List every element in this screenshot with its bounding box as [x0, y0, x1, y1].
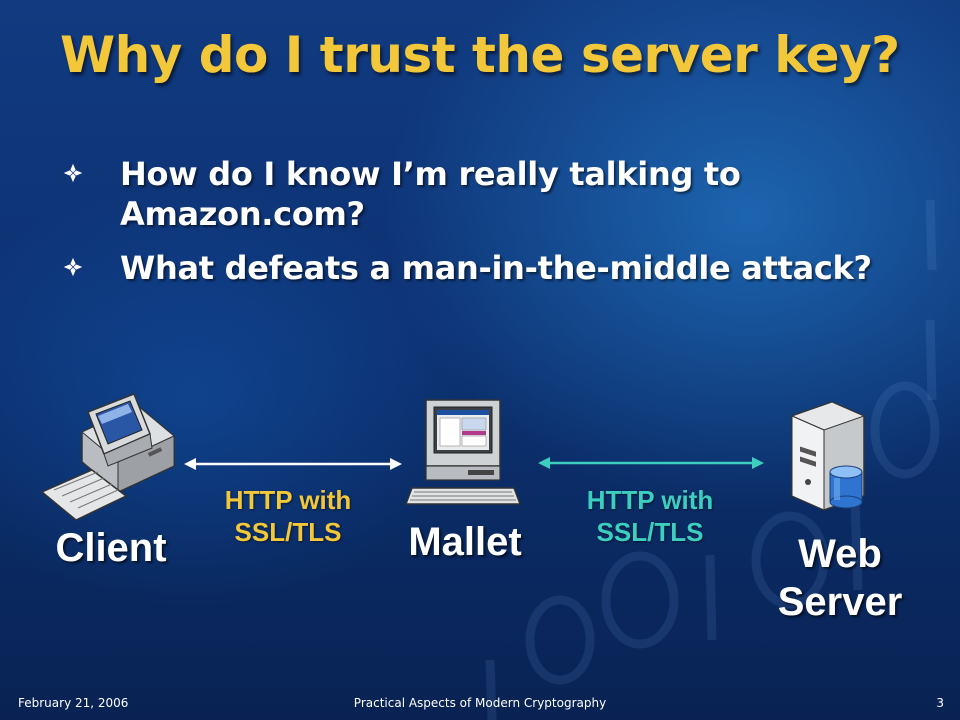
- right-link-line1: HTTP with: [586, 485, 714, 515]
- mallet-computer: [404, 398, 522, 508]
- left-link-line1: HTTP with: [224, 485, 352, 515]
- terminal-computer-icon: [404, 399, 522, 505]
- web-server: [786, 398, 870, 514]
- server-database-icon: [790, 401, 866, 511]
- diamond-bullet-icon: [62, 256, 84, 278]
- client-computer: [38, 392, 178, 524]
- left-connection-arrow: [184, 458, 402, 470]
- bullet-item: What defeats a man-in-the-middle attack?: [62, 248, 922, 288]
- mallet-label: Mallet: [408, 520, 522, 564]
- diamond-bullet-icon: [62, 162, 84, 184]
- left-link-label: HTTP with SSL/TLS: [198, 484, 378, 548]
- bullet-item: How do I know I’m really talking to Amaz…: [62, 154, 922, 234]
- desktop-computer-icon: [40, 393, 175, 521]
- right-link-line2: SSL/TLS: [596, 517, 704, 547]
- client-label: Client: [55, 526, 167, 570]
- footer-title: Practical Aspects of Modern Cryptography: [353, 696, 607, 710]
- server-label: Web Server: [760, 530, 920, 626]
- slide-title: Why do I trust the server key?: [60, 26, 900, 84]
- server-label-line2: Server: [777, 580, 903, 624]
- database-cylinder: [829, 465, 863, 509]
- footer-date: February 21, 2006: [18, 696, 129, 710]
- bullet-text: How do I know I’m really talking to Amaz…: [120, 155, 741, 233]
- bullet-text: What defeats a man-in-the-middle attack?: [120, 249, 872, 287]
- footer-page-number: 3: [936, 696, 944, 710]
- server-label-line1: Web: [798, 532, 882, 576]
- right-link-label: HTTP with SSL/TLS: [560, 484, 740, 548]
- left-link-line2: SSL/TLS: [234, 517, 342, 547]
- right-connection-arrow: [538, 457, 764, 469]
- bullet-list: How do I know I’m really talking to Amaz…: [62, 154, 922, 302]
